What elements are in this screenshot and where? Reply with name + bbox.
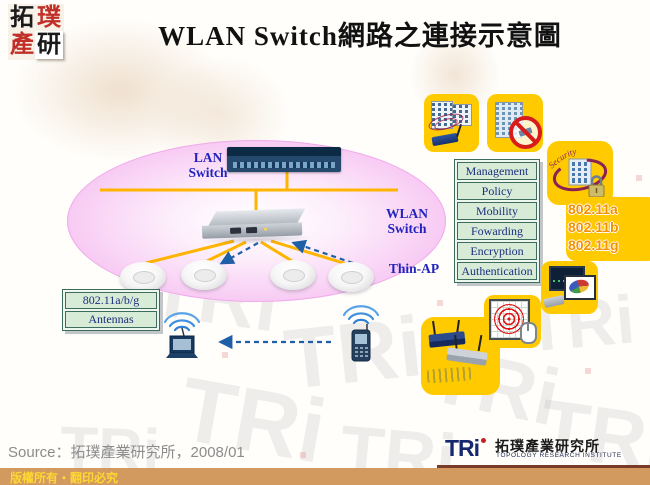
watermark-dot <box>300 452 306 458</box>
building-icon <box>431 101 453 129</box>
logo-char: 產 <box>10 32 34 58</box>
laptop-icon <box>166 327 198 358</box>
handheld-phone-icon <box>351 324 371 362</box>
lan-switch-label: LAN Switch <box>178 150 238 180</box>
ap-core <box>133 271 155 284</box>
wlan-switch-label-line1: WLAN <box>385 206 428 221</box>
thin-ap-device <box>181 260 227 290</box>
switch-port <box>246 226 258 234</box>
thin-ap-device <box>270 260 316 290</box>
thin-ap-device <box>328 262 374 292</box>
lan-switch-label-line1: LAN <box>193 150 223 165</box>
tri-brand-english: TOPOLOGY RESEARCH INSTITUTE <box>496 452 622 459</box>
wlan-switch-label: WLAN Switch <box>376 206 438 236</box>
institute-logo: 拓 璞 產 研 <box>8 4 64 60</box>
wireless-dashed-arrows <box>218 239 354 350</box>
building-icon <box>452 104 472 126</box>
thin-ap-label: Thin-AP <box>388 261 440 276</box>
ap-core <box>341 271 363 284</box>
wlan-functions-table: Management Policy Mobility Fowarding Enc… <box>454 159 540 283</box>
thin-ap-device <box>120 262 166 292</box>
table-cell: Management <box>457 162 537 180</box>
report-screen-icon <box>564 275 596 300</box>
table-cell: Policy <box>457 182 537 200</box>
table-cell: Antennas <box>65 311 157 328</box>
lan-switch-label-line2: Switch <box>188 165 228 180</box>
logo-char: 璞 <box>37 5 61 31</box>
logo-char: 研 <box>35 31 63 59</box>
router-icon <box>446 347 488 366</box>
tri-brand-chinese: 拓璞產業研究所 <box>495 440 600 455</box>
brand-underline <box>437 465 650 468</box>
security-icon: Security <box>546 146 608 198</box>
logo-char: 拓 <box>10 5 34 31</box>
icon-standards-box: 802.11a 802.11b 802.11g <box>566 197 650 261</box>
no-wireless-sign-icon <box>509 116 542 149</box>
lan-switch-device <box>227 147 341 172</box>
tri-brand-abbr: TRi <box>445 435 480 461</box>
copyright-bar: 版權所有‧翻印必究 <box>0 468 650 485</box>
standard-label: 802.11b <box>568 219 619 235</box>
watermark-dot <box>636 175 642 181</box>
pie-chart-icon <box>567 277 591 296</box>
access-point-device <box>543 295 565 308</box>
page-title: WLAN Switch網路之連接示意圖 <box>158 21 562 51</box>
antennas-table: 802.11a/b/g Antennas <box>62 289 160 331</box>
table-cell: Mobility <box>457 202 537 220</box>
table-cell: Encryption <box>457 242 537 260</box>
icon-security: Security <box>546 141 613 205</box>
watermark-dot <box>437 300 443 306</box>
router-icon <box>431 132 459 147</box>
ap-core <box>283 269 305 282</box>
switch-port <box>230 227 242 234</box>
standard-label: 802.11a <box>568 201 618 217</box>
switch-led <box>264 227 268 231</box>
router-antenna <box>432 320 436 336</box>
table-cell: 802.11a/b/g <box>65 292 157 309</box>
router-antenna <box>477 334 483 352</box>
copyright-text: 版權所有‧翻印必究 <box>10 471 119 485</box>
wifi-waves-icon <box>163 305 380 332</box>
watermark-dot <box>585 368 591 374</box>
switch-ports <box>233 162 335 168</box>
icon-locator <box>484 295 541 348</box>
standard-label: 802.11g <box>568 237 619 253</box>
router-icon <box>426 366 472 384</box>
router-icon <box>428 331 466 348</box>
table-cell: Authentication <box>457 262 537 280</box>
wlan-switch-label-line2: Switch <box>387 221 427 236</box>
target-rings-icon <box>494 304 524 334</box>
table-cell: Fowarding <box>457 222 537 240</box>
icon-building-no-wireless <box>487 94 543 152</box>
wlan-switch-device <box>200 208 313 246</box>
source-note: Source：拓璞產業研究所，2008/01 <box>8 444 245 461</box>
icon-monitoring <box>541 261 598 314</box>
mouse-icon <box>520 322 537 344</box>
watermark-dot <box>222 352 228 358</box>
ap-core <box>194 269 216 282</box>
tri-brand-logo: TRi 拓璞產業研究所 TOPOLOGY RESEARCH INSTITUTE <box>445 435 645 463</box>
icon-building-wireless <box>424 94 479 152</box>
tri-brand-dot <box>481 438 486 443</box>
